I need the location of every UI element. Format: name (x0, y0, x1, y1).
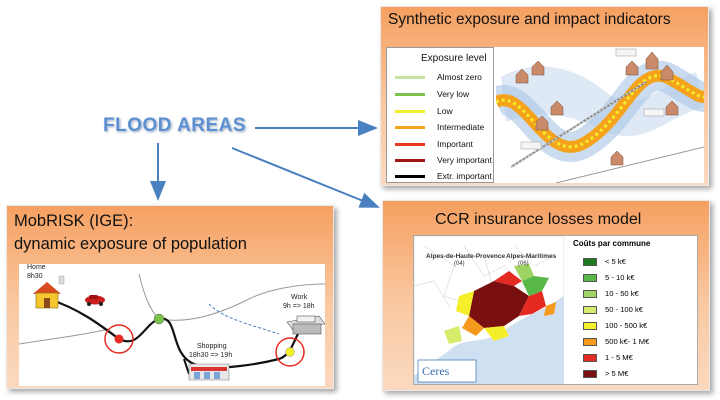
legend-swatch (583, 369, 597, 378)
legend-line (395, 75, 425, 79)
legend-line (395, 158, 425, 162)
exposure-legend-title: Exposure level (421, 53, 487, 64)
ccr-map-content: Alpes-de-Haute-Provence (04) Alpes-Marit… (413, 235, 698, 385)
legend-label: 5 - 10 k€ (605, 273, 635, 282)
legend-label: 1 - 5 M€ (605, 353, 633, 362)
legend-label: Important (437, 139, 473, 149)
ccr-legend-item: 50 - 100 k€ (583, 305, 643, 314)
ccr-panel: CCR insurance losses model (382, 200, 710, 391)
legend-item-almost-zero: Almost zero (395, 70, 482, 84)
legend-line (395, 125, 425, 129)
map-label-alpes-haute-provence: Alpes-de-Haute-Provence (426, 253, 506, 260)
ccr-legend-title: Coûts par commune (573, 239, 651, 248)
synthetic-panel-content: Exposure level Almost zero Very low Low … (386, 47, 704, 183)
ccr-legend-item: 500 k€- 1 M€ (583, 337, 649, 346)
ccr-legend-item: 10 - 50 k€ (583, 289, 639, 298)
legend-line (395, 92, 425, 96)
legend-swatch (583, 257, 597, 266)
legend-item-intermediate: Intermediate (395, 120, 484, 134)
exposure-circle-red (104, 324, 134, 354)
legend-item-very-low: Very low (395, 87, 469, 101)
legend-label: Intermediate (437, 122, 485, 132)
legend-label: < 5 k€ (605, 257, 626, 266)
ccr-legend-item: 1 - 5 M€ (583, 353, 633, 362)
legend-item-important: Important (395, 137, 473, 151)
legend-swatch (583, 289, 597, 298)
loss-cluster (444, 264, 556, 344)
mobrisk-panel: MobRISK (IGE): dynamic exposure of popul… (6, 205, 334, 389)
legend-item-very-important: Very important (395, 153, 492, 167)
shopping-time: 18h30 => 19h (189, 352, 233, 359)
legend-swatch (583, 305, 597, 314)
exposure-legend: Exposure level Almost zero Very low Low … (386, 47, 494, 183)
shopping-icon (188, 363, 230, 381)
mobrisk-panel-content: Home 8h30 Work 9h => 18h Shopping 18h30 … (19, 264, 325, 386)
synthetic-panel-title: Synthetic exposure and impact indicators (388, 11, 671, 28)
exposure-circle-yellow (275, 337, 305, 367)
legend-swatch (583, 273, 597, 282)
mobrisk-title-line2: dynamic exposure of population (14, 235, 247, 253)
legend-line (395, 142, 425, 146)
ceres-logo: Ceres (422, 364, 450, 378)
ccr-loss-map (414, 236, 564, 384)
ccr-legend-item: > 5 M€ (583, 369, 628, 378)
exposure-circle-green (153, 313, 165, 325)
legend-label: 10 - 50 k€ (605, 289, 639, 298)
legend-label: 100 - 500 k€ (605, 321, 648, 330)
ccr-legend-item: < 5 k€ (583, 257, 626, 266)
work-label: Work (291, 294, 308, 301)
map-label-alpes-maritimes: Alpes-Maritimes (506, 253, 557, 260)
mobrisk-title-line1: MobRISK (IGE): (14, 212, 134, 230)
legend-label: Almost zero (437, 72, 482, 82)
legend-label: Very low (437, 89, 470, 99)
legend-label: Very important (437, 155, 492, 165)
legend-label: 50 - 100 k€ (605, 305, 643, 314)
synthetic-exposure-panel: Synthetic exposure and impact indicators… (380, 6, 709, 186)
map-label-04: (04) (454, 261, 465, 267)
ccr-panel-title: CCR insurance losses model (435, 211, 642, 228)
work-icon (286, 315, 325, 335)
work-time: 9h => 18h (283, 303, 315, 310)
legend-label: Low (437, 106, 453, 116)
shopping-label: Shopping (197, 343, 227, 350)
legend-label: 500 k€- 1 M€ (605, 337, 650, 346)
legend-swatch (583, 337, 597, 346)
legend-line (395, 174, 425, 178)
legend-item-extr-important: Extr. important (395, 169, 492, 183)
legend-label: > 5 M€ (605, 369, 629, 378)
flood-areas-label: FLOOD AREAS (103, 115, 247, 136)
home-icon (33, 282, 61, 309)
exposure-map-illustration (496, 48, 704, 183)
legend-swatch (583, 353, 597, 362)
map-label-06: (06) (518, 261, 529, 267)
arrow-to-ccr (231, 147, 380, 208)
ccr-legend-item: 100 - 500 k€ (583, 321, 647, 330)
legend-item-low: Low (395, 104, 453, 118)
mobility-path-illustration (19, 273, 325, 381)
car-icon (85, 295, 105, 306)
home-time: 8h30 (27, 273, 43, 280)
legend-swatch (583, 321, 597, 330)
legend-label: Extr. important (437, 171, 492, 181)
legend-line (395, 109, 425, 113)
ccr-legend: Coûts par commune < 5 k€ 5 - 10 k€ 10 - … (569, 237, 695, 382)
home-label: Home (27, 264, 46, 271)
ccr-legend-item: 5 - 10 k€ (583, 273, 635, 282)
